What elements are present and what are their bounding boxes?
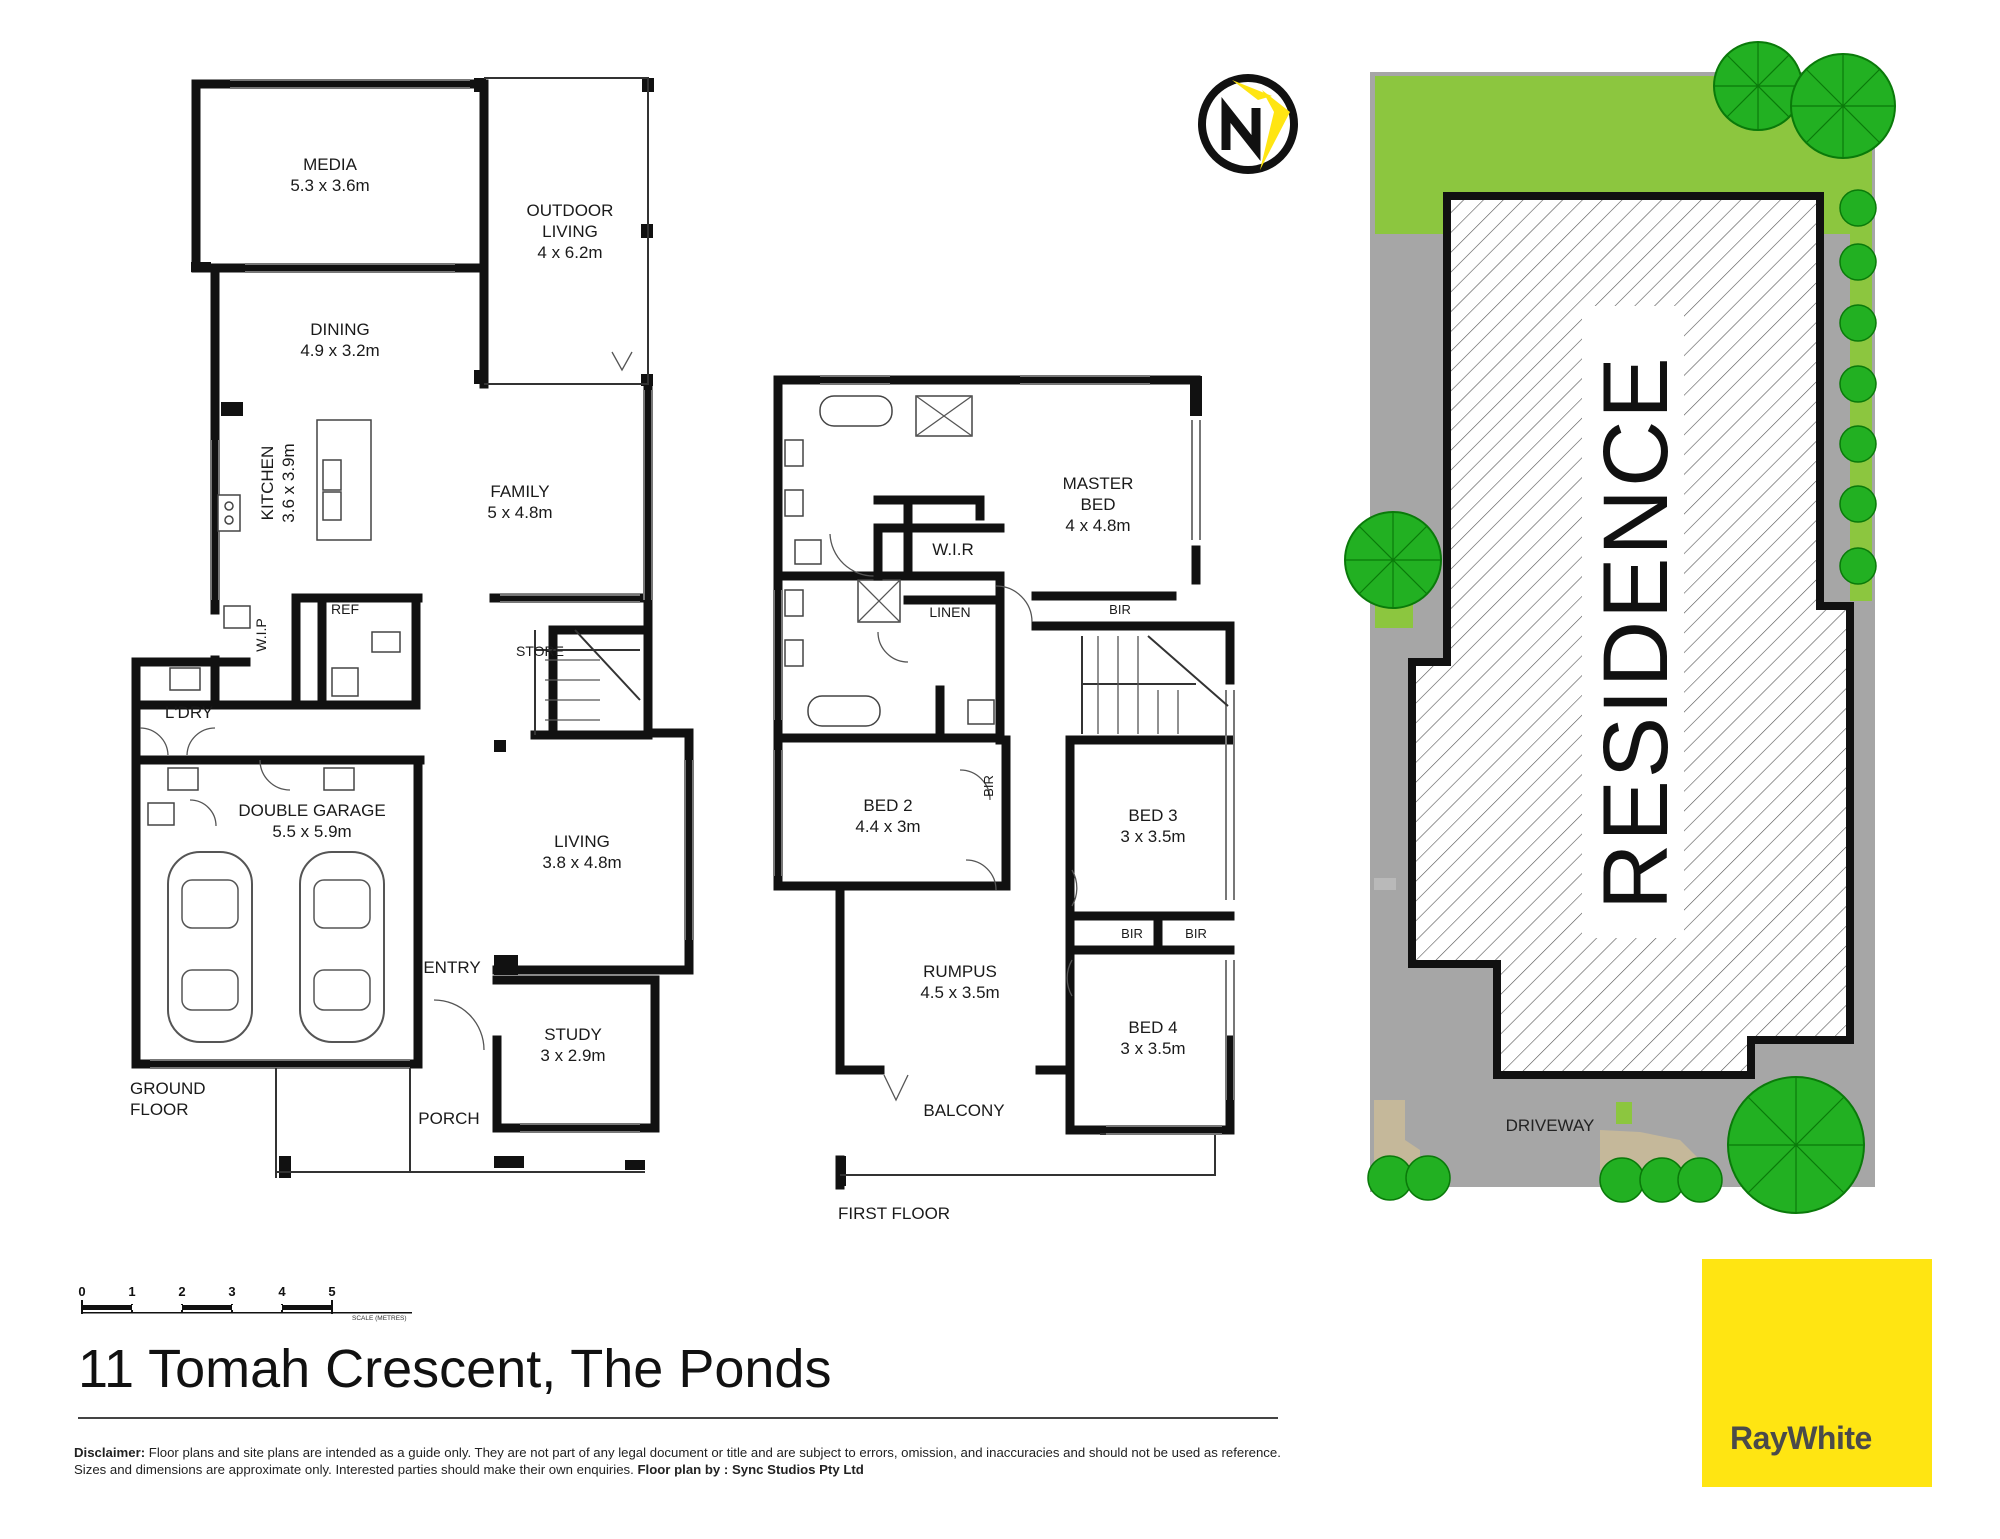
- room-name-bir-master: BIR: [1109, 602, 1131, 617]
- room-name-entry: ENTRY: [423, 958, 480, 977]
- disclaimer-label: Disclaimer:: [74, 1445, 146, 1460]
- tree-icon: [1790, 53, 1896, 159]
- room-dim-bed4: 3 x 3.5m: [1120, 1039, 1185, 1058]
- room-name-porch: PORCH: [418, 1109, 479, 1128]
- tree-icon: [1405, 1155, 1451, 1201]
- room-name-linen: LINEN: [929, 604, 970, 620]
- tree-icon: [1727, 1076, 1865, 1214]
- scale-tick-1: 1: [128, 1284, 135, 1299]
- room-name-wir: W.I.R: [932, 540, 974, 559]
- car-icon: [167, 851, 253, 1043]
- room-name-kitchen: KITCHEN: [258, 446, 277, 521]
- driveway-label: DRIVEWAY: [1506, 1116, 1595, 1135]
- tree-icon: [1713, 41, 1803, 131]
- room-name-bir-bed2: BIR: [981, 775, 996, 797]
- room-dim-bed2: 4.4 x 3m: [855, 817, 920, 836]
- tree-icon: [1839, 365, 1877, 403]
- ground-floor-label-1: GROUND: [130, 1079, 206, 1098]
- room-dim-kitchen: 3.6 x 3.9m: [279, 443, 298, 522]
- tree-icon: [1839, 304, 1877, 342]
- ground-floor-plan: [131, 77, 694, 1178]
- room-dim-garage: 5.5 x 5.9m: [272, 822, 351, 841]
- room-name-media: MEDIA: [303, 155, 358, 174]
- room-dim-family: 5 x 4.8m: [487, 503, 552, 522]
- ground-floor-label-2: FLOOR: [130, 1100, 189, 1119]
- scale-tick-0: 0: [78, 1284, 85, 1299]
- room-name-balcony: BALCONY: [923, 1101, 1004, 1120]
- disclaimer-text: Floor plans and site plans are intended …: [74, 1445, 1281, 1477]
- room-dim-dining: 4.9 x 3.2m: [300, 341, 379, 360]
- room-name-master-2: BED: [1081, 495, 1116, 514]
- car-icon: [299, 851, 385, 1043]
- room-name-study: STUDY: [544, 1025, 602, 1044]
- tree-icon: [1839, 243, 1877, 281]
- room-name-bed2: BED 2: [863, 796, 912, 815]
- divider: [78, 1417, 1278, 1419]
- room-name-living: LIVING: [554, 832, 610, 851]
- disclaimer: Disclaimer: Floor plans and site plans a…: [74, 1444, 1294, 1478]
- scale-tick-2: 2: [178, 1284, 185, 1299]
- property-address: 11 Tomah Crescent, The Ponds: [78, 1339, 832, 1399]
- residence-label: RESIDENCE: [1585, 355, 1687, 910]
- raywhite-logo: RayWhite: [1730, 1420, 1872, 1456]
- raywhite-logo-box: [1702, 1259, 1932, 1487]
- room-name-bir-a: BIR: [1121, 926, 1143, 941]
- room-name-rumpus: RUMPUS: [923, 962, 997, 981]
- room-name-outdoor-1: OUTDOOR: [527, 201, 614, 220]
- north-compass-icon: [1198, 74, 1298, 174]
- tree-icon: [1839, 485, 1877, 523]
- room-name-master-1: MASTER: [1063, 474, 1134, 493]
- room-name-outdoor-2: LIVING: [542, 222, 598, 241]
- room-name-store: STORE: [516, 643, 564, 659]
- room-dim-outdoor: 4 x 6.2m: [537, 243, 602, 262]
- room-dim-media: 5.3 x 3.6m: [290, 176, 369, 195]
- scale-caption: SCALE (METRES): [352, 1315, 407, 1322]
- room-dim-rumpus: 4.5 x 3.5m: [920, 983, 999, 1002]
- room-name-bed3: BED 3: [1128, 806, 1177, 825]
- scale-tick-4: 4: [278, 1284, 286, 1299]
- room-name-dining: DINING: [310, 320, 370, 339]
- tree-icon: [1599, 1157, 1645, 1203]
- plan-credit: Floor plan by : Sync Studios Pty Ltd: [637, 1462, 864, 1477]
- room-dim-living: 3.8 x 4.8m: [542, 853, 621, 872]
- tree-icon: [1839, 547, 1877, 585]
- tree-icon: [1677, 1157, 1723, 1203]
- scale-tick-3: 3: [228, 1284, 235, 1299]
- room-dim-master: 4 x 4.8m: [1065, 516, 1130, 535]
- room-name-ref: REF: [331, 601, 359, 617]
- scale-tick-5: 5: [328, 1284, 335, 1299]
- room-name-wip: W.I.P: [253, 618, 269, 651]
- tree-icon: [1839, 189, 1877, 227]
- tree-icon: [1839, 425, 1877, 463]
- scale-bar: [81, 1300, 412, 1314]
- first-floor-plan: [773, 375, 1235, 1190]
- room-dim-bed3: 3 x 3.5m: [1120, 827, 1185, 846]
- room-name-bir-b: BIR: [1185, 926, 1207, 941]
- first-floor-label: FIRST FLOOR: [838, 1204, 950, 1223]
- room-name-family: FAMILY: [490, 482, 549, 501]
- site-plan: [1370, 72, 1880, 1193]
- room-dim-study: 3 x 2.9m: [540, 1046, 605, 1065]
- room-name-laundry: L'DRY: [165, 703, 213, 722]
- room-name-bed4: BED 4: [1128, 1018, 1177, 1037]
- tree-icon: [1344, 511, 1442, 609]
- room-name-garage: DOUBLE GARAGE: [238, 801, 385, 820]
